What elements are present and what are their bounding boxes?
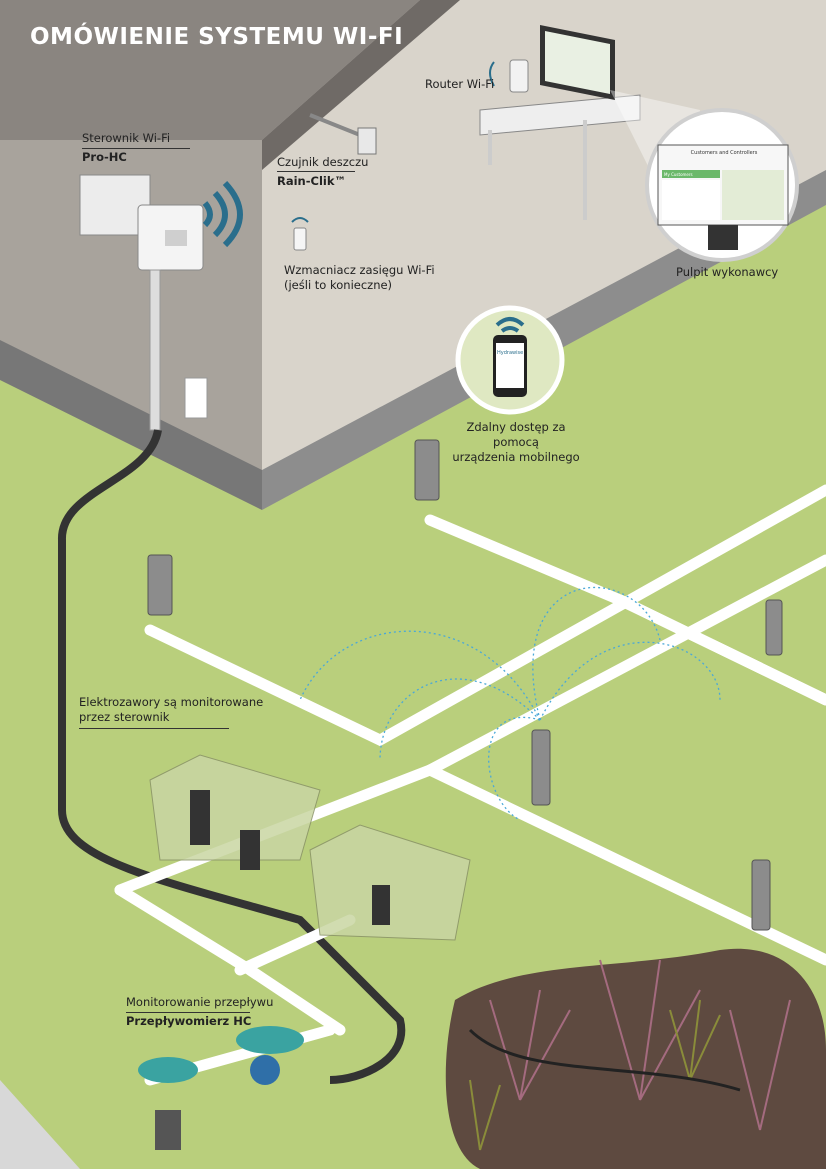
valve-box: [309, 824, 471, 941]
power-outlet: [184, 377, 208, 419]
controller-label-line1: Sterownik Wi-Fi: [82, 131, 171, 145]
extender-label-line2: (jeśli to konieczne): [284, 278, 393, 292]
valve: [240, 830, 260, 870]
router: [489, 59, 529, 93]
mobile-wifi-icon: [495, 317, 525, 327]
mobile-label-line2: urządzenia mobilnego: [452, 450, 580, 464]
valve-box: [149, 754, 321, 870]
ornamental-grass: [489, 959, 791, 1131]
rain-sensor-label-model: Rain-Clik™: [277, 174, 346, 188]
flow-label-model: Przepływomierz HC: [126, 1014, 252, 1028]
roof-edge: [262, 0, 460, 170]
valves-label-line1: Elektrozawory są monitorowane: [79, 695, 264, 709]
ornamental-grass-green: [469, 999, 721, 1151]
valves-label-line2: przez sterownik: [79, 710, 170, 724]
rain-sensor: [309, 113, 377, 155]
mobile-app-name: Hydrawise: [497, 350, 524, 356]
flow-label-line1: Monitorowanie przepływu: [126, 995, 274, 1009]
mulch-bed: [445, 948, 826, 1169]
rain-sensor-label-line1: Czujnik deszczu: [277, 155, 369, 169]
extender-label: Wzmacniacz zasięgu Wi-Fi (jeśli to konie…: [284, 263, 435, 293]
roof: [0, 0, 420, 140]
sprinkler-head: [531, 729, 551, 806]
water-spray: [299, 586, 721, 821]
valves-label-rule: [79, 728, 229, 729]
valve-box-small: [138, 1057, 198, 1150]
walkway: [0, 1080, 80, 1169]
dashboard-list-header: My Customers: [664, 172, 693, 177]
mobile-label-line1: Zdalny dostęp za pomocą: [466, 420, 566, 449]
valve: [155, 1110, 181, 1150]
sprinkler-head: [765, 599, 783, 656]
extender-wifi-icon: [291, 217, 309, 223]
controller-label: Sterownik Wi-Fi Pro-HC: [82, 131, 170, 165]
router-wifi-icon: [489, 61, 495, 87]
sprinkler-head: [414, 439, 440, 501]
foundation-left: [0, 340, 262, 510]
valves-label: Elektrozawory są monitorowane przez ster…: [79, 695, 263, 725]
desk: [479, 94, 641, 220]
mobile-device: [455, 305, 565, 415]
flow-label: Monitorowanie przepływu Przepływomierz H…: [126, 995, 273, 1029]
valve: [190, 790, 210, 845]
flow-label-rule: [126, 1012, 250, 1013]
controller-pro-hc: [79, 174, 204, 431]
dashboard-zoom: [610, 90, 799, 262]
wifi-extender: [291, 217, 309, 251]
rain-sensor-label-rule: [277, 171, 355, 172]
sprinkler-head: [147, 554, 173, 616]
rain-sensor-label: Czujnik deszczu Rain-Clik™: [277, 155, 368, 189]
monitor: [540, 25, 615, 100]
dashboard-screen-heading: Customers and Controllers: [690, 150, 758, 156]
router-label: Router Wi-Fi: [425, 77, 495, 91]
page-title: OMÓWIENIE SYSTEMU WI-FI: [30, 24, 404, 50]
controller-label-rule: [82, 148, 190, 149]
wifi-signal-icon: [202, 180, 243, 248]
extender-label-line1: Wzmacniacz zasięgu Wi-Fi: [284, 263, 435, 277]
drip-line: [468, 1028, 741, 1092]
mobile-label: Zdalny dostęp za pomocą urządzenia mobil…: [451, 420, 581, 465]
dashboard-label: Pulpit wykonawcy: [676, 265, 779, 279]
sprinkler-heads: [147, 439, 783, 931]
sprinkler-head: [751, 859, 771, 931]
valve: [372, 885, 390, 925]
controller-label-model: Pro-HC: [82, 150, 127, 164]
controller-cable: [57, 429, 406, 1084]
flow-meter: [236, 1026, 304, 1085]
